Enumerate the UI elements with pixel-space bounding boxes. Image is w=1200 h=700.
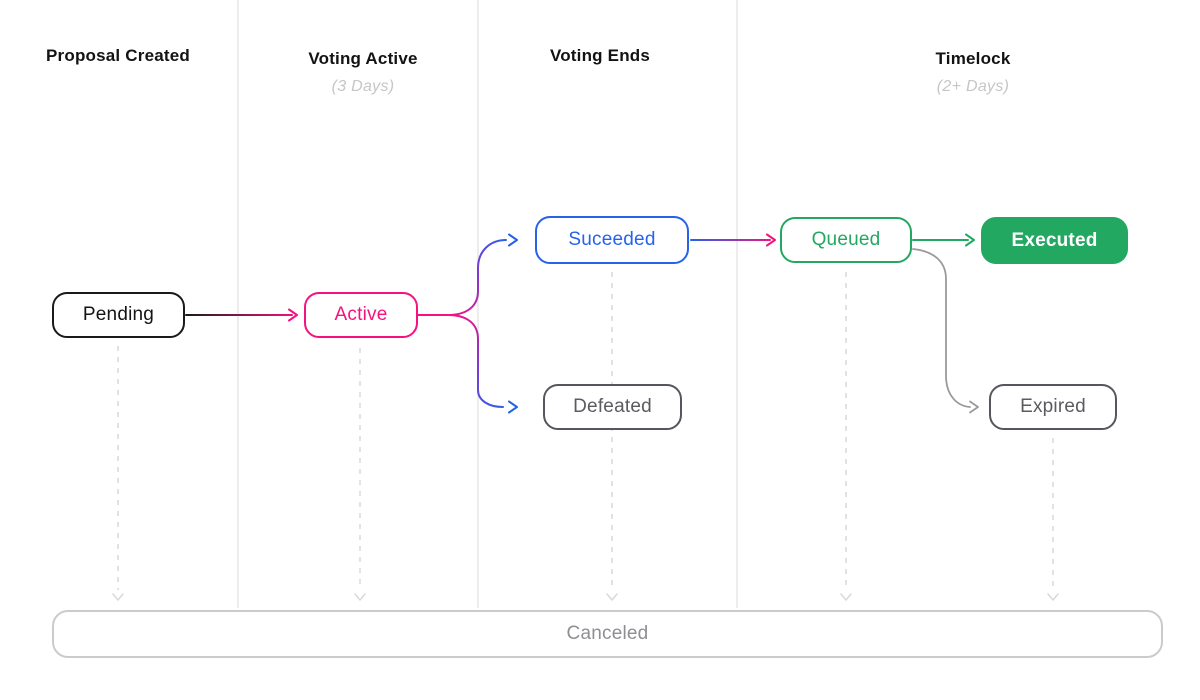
node-succeeded: Suceeded [535, 216, 689, 264]
arrow-down-icon [1047, 593, 1059, 601]
node-queued: Queued [780, 217, 912, 263]
node-label: Pending [82, 304, 155, 325]
column-title: Voting Active [308, 49, 418, 68]
dashed-arrowheads [112, 593, 1059, 601]
edge-active-succeeded [417, 233, 518, 316]
dashed-cancel-lines [117, 272, 1054, 590]
edge-queued-executed [912, 233, 975, 247]
arrow-down-icon [840, 593, 852, 601]
node-executed: Executed [981, 217, 1128, 264]
column-header-proposal-created: Proposal Created [8, 46, 228, 66]
column-header-timelock: Timelock (2+ Days) [863, 49, 1083, 96]
arrow-right-icon [288, 308, 298, 322]
arrow-right-icon [965, 233, 975, 247]
column-title: Proposal Created [46, 46, 190, 65]
column-title: Voting Ends [549, 46, 651, 65]
node-label: Defeated [573, 396, 652, 417]
node-expired: Expired [989, 384, 1117, 430]
node-label: Suceeded [568, 229, 656, 250]
node-defeated: Defeated [543, 384, 682, 430]
column-header-voting-ends: Voting Ends [490, 46, 710, 66]
arrow-right-icon [508, 233, 518, 247]
column-subtitle: (3 Days) [331, 78, 395, 95]
node-label: Executed [1011, 229, 1098, 251]
node-active: Active [304, 292, 418, 338]
node-label: Expired [1020, 396, 1086, 417]
node-label: Queued [811, 229, 881, 250]
column-subtitle: (2+ Days) [936, 78, 1010, 95]
arrow-down-icon [354, 593, 366, 601]
column-title: Timelock [935, 49, 1011, 68]
arrow-down-icon [606, 593, 618, 601]
arrow-right-icon [508, 400, 518, 414]
column-header-voting-active: Voting Active (3 Days) [253, 49, 473, 96]
edge-active-defeated [417, 314, 518, 414]
arrow-right-icon [766, 233, 776, 247]
node-canceled: Canceled [52, 610, 1163, 658]
edge-pending-active [185, 308, 298, 322]
edge-succeeded-queued [690, 233, 776, 247]
arrow-right-icon [969, 400, 979, 414]
arrow-down-icon [112, 593, 124, 601]
node-label: Canceled [566, 623, 649, 644]
edge-queued-expired [912, 248, 979, 414]
node-pending: Pending [52, 292, 185, 338]
node-label: Active [334, 304, 388, 325]
